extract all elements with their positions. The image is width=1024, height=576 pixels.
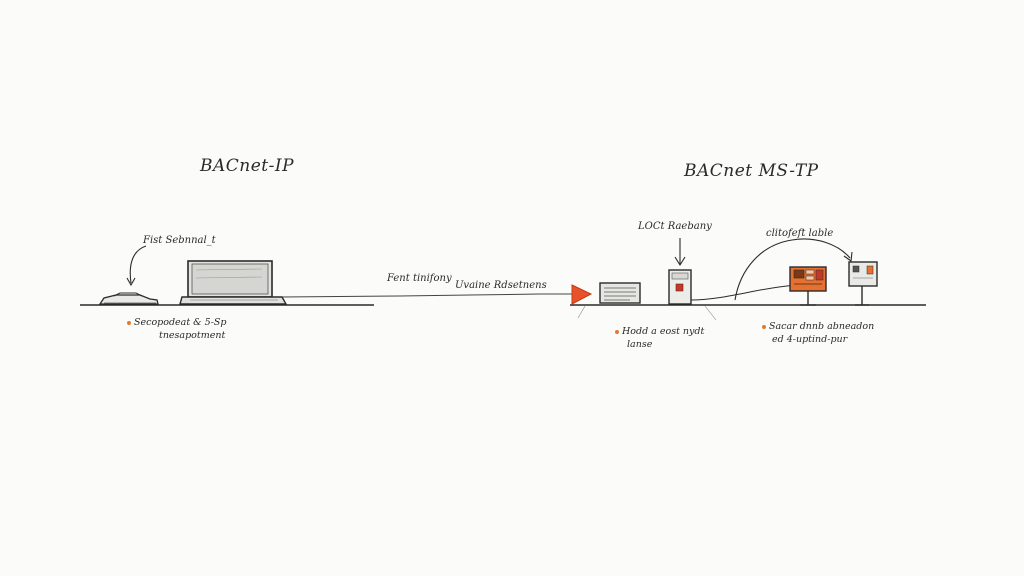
link-label-2: Uvaine Rdsetnens xyxy=(455,280,547,291)
left-section-title: BACnet-IP xyxy=(200,156,295,176)
sensor-post-icon xyxy=(848,261,878,306)
orange-triangle-icon xyxy=(571,284,593,305)
right-note: Sacar dnnb abneadon ed 4-uptind-pur xyxy=(762,320,874,346)
left-callout-arrowhead xyxy=(126,277,136,287)
right-curve-arrowhead xyxy=(843,251,853,262)
network-link-line xyxy=(281,293,572,298)
left-note-line1: Secopodeat & 5-Sp xyxy=(134,317,227,328)
right-note-line2: ed 4-uptind-pur xyxy=(772,334,848,345)
middle-note-bullet xyxy=(615,329,619,334)
car-icon xyxy=(98,292,159,305)
right-note-bullet xyxy=(762,324,766,329)
right-callout-label: clitofeft lable xyxy=(766,228,834,239)
loct-arrowhead xyxy=(674,256,686,267)
left-callout-label: Fist Sebnnal_t xyxy=(143,235,216,246)
middle-note: Hodd a eost nydt lanse xyxy=(615,325,704,351)
perspective-tick-left xyxy=(577,305,586,319)
link-label-1: Fent tinifony xyxy=(387,273,452,284)
left-note-bullet xyxy=(127,320,131,325)
laptop-icon xyxy=(179,260,288,305)
right-note-line1: Sacar dnnb abneadon xyxy=(769,321,875,332)
router-icon xyxy=(599,282,641,304)
left-note-line2: tnesapotment xyxy=(159,330,226,341)
right-section-title: BACnet MS-TP xyxy=(684,161,819,181)
perspective-tick-right xyxy=(704,305,717,321)
middle-note-line1: Hodd a eost nydt xyxy=(622,326,705,337)
loct-label: LOCt Raebany xyxy=(638,221,712,232)
right-curve-arrow xyxy=(734,238,851,301)
controller-box-icon xyxy=(668,269,692,305)
left-note: Secopodeat & 5-Sp tnesapotment xyxy=(127,316,227,342)
middle-note-line2: lanse xyxy=(627,339,653,350)
left-callout-arrow xyxy=(129,245,147,284)
bus-cable xyxy=(690,284,798,301)
control-panel-icon xyxy=(789,266,827,306)
